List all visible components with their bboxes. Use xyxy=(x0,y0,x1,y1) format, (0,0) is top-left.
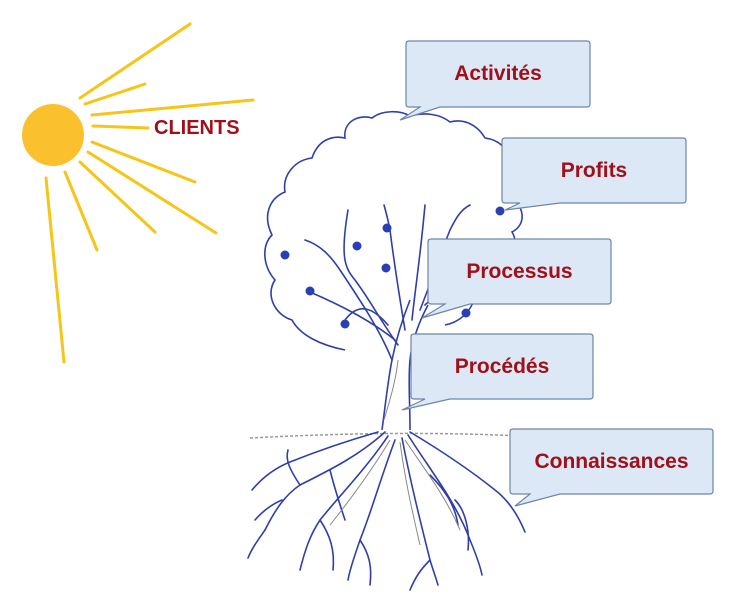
callout-processus xyxy=(421,238,612,319)
callout-label-activites: Activités xyxy=(454,62,542,85)
callout-label-connaissances: Connaissances xyxy=(534,450,689,473)
callout-label-procedes: Procédés xyxy=(454,355,550,378)
callout-activites xyxy=(399,40,591,121)
callout-label-profits: Profits xyxy=(560,159,628,182)
sun-rays xyxy=(44,22,255,364)
fruits xyxy=(280,206,505,329)
clients-label: CLIENTS xyxy=(154,117,240,139)
callout-procedes xyxy=(401,333,594,411)
callout-profits xyxy=(501,137,687,211)
canopy-outline xyxy=(264,110,523,351)
callout-label-processus: Processus xyxy=(466,260,573,283)
root-shading xyxy=(329,439,461,546)
ground-line xyxy=(249,432,521,439)
callout-connaissances xyxy=(509,428,714,507)
roots xyxy=(247,431,526,591)
sun-icon xyxy=(22,104,84,166)
